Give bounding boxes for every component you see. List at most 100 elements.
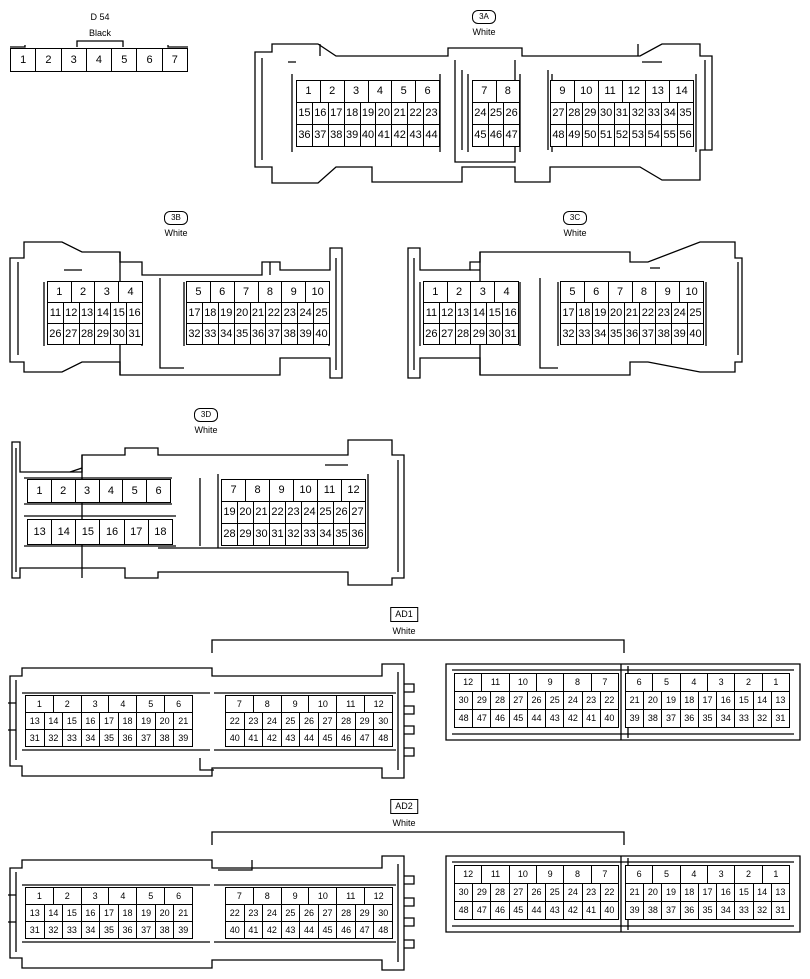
pin-ad1-40: 40 (226, 730, 245, 747)
pin-d54-1: 1 (11, 49, 37, 72)
pin-ad1-3: 3 (81, 696, 110, 713)
pin-ad2-13: 13 (26, 905, 45, 922)
pin-ad1-18: 18 (680, 692, 699, 710)
pin-3d-8: 8 (246, 480, 270, 502)
pin-ad2-39: 39 (626, 902, 645, 920)
pin-ad2-16: 16 (81, 905, 101, 922)
connector-label-d54: D 54 (90, 12, 110, 22)
pin-3a-14: 14 (670, 81, 694, 103)
pin-ad2-26: 26 (527, 884, 547, 902)
pin-ad1-6: 6 (165, 696, 193, 713)
pin-ad1-36: 36 (680, 710, 699, 728)
pin-ad2-17: 17 (100, 905, 119, 922)
pin-3d-13: 13 (28, 520, 53, 545)
pin-ad1-7: 7 (591, 674, 619, 692)
pin-3d-29: 29 (238, 524, 254, 546)
pin-ad1-11: 11 (482, 674, 510, 692)
pin-3c-25: 25 (688, 303, 704, 324)
pin-ad1-26: 26 (527, 692, 547, 710)
pin-3b-21: 21 (250, 303, 267, 324)
pin-3a-26: 26 (504, 103, 520, 125)
pin-3d-19: 19 (222, 502, 238, 524)
pin-ad2-41: 41 (582, 902, 601, 920)
pin-ad1-48: 48 (374, 730, 393, 747)
pin-3c-1: 1 (424, 282, 448, 303)
pin-ad2-36: 36 (118, 922, 138, 939)
pin-3d-9: 9 (270, 480, 294, 502)
pin-3a-43: 43 (408, 125, 425, 147)
pin-ad2-8: 8 (564, 866, 592, 884)
pin-ad2-6: 6 (165, 888, 193, 905)
pin-3b-19: 19 (218, 303, 235, 324)
pin-3d-4: 4 (99, 480, 124, 503)
pin-ad2-20: 20 (155, 905, 175, 922)
pin-ad2-24: 24 (564, 884, 583, 902)
pin-3a-23: 23 (424, 103, 440, 125)
pin-ad2-7: 7 (226, 888, 254, 905)
pin-ad2-11: 11 (482, 866, 510, 884)
pin-ad2-1: 1 (26, 888, 54, 905)
pin-ad2-10: 10 (509, 866, 537, 884)
pin-3a-29: 29 (582, 103, 599, 125)
pin-ad2-12: 12 (365, 888, 393, 905)
pin-ad2-33: 33 (63, 922, 82, 939)
connector-label-ad1: AD1 (390, 607, 418, 622)
pin-3c-39: 39 (672, 324, 689, 345)
pin-ad2-43: 43 (281, 922, 301, 939)
connector-color-ad2: White (392, 818, 416, 828)
pin-ad2-23: 23 (244, 905, 264, 922)
housing-ad2 (8, 831, 801, 971)
pin-ad2-43: 43 (546, 902, 565, 920)
pin-ad1-24: 24 (263, 713, 282, 730)
connector-label-3a: 3A (472, 10, 496, 24)
pin-3a-3: 3 (344, 81, 369, 103)
pin-3a-2: 2 (320, 81, 345, 103)
pin-ad1-46: 46 (337, 730, 356, 747)
pin-ad1-44: 44 (527, 710, 547, 728)
connector-label-3b: 3B (164, 211, 188, 225)
pin-ad1-9: 9 (536, 674, 565, 692)
pin-ad1-44: 44 (300, 730, 319, 747)
pin-3d-25: 25 (318, 502, 334, 524)
pin-3b-36: 36 (250, 324, 267, 345)
connector-label-3d: 3D (194, 408, 218, 422)
pin-ad1-38: 38 (644, 710, 663, 728)
pin-ad2-35: 35 (100, 922, 119, 939)
pin-3b-6: 6 (210, 282, 235, 303)
pin-ad2-30: 30 (374, 905, 393, 922)
pin-3b-7: 7 (234, 282, 259, 303)
pin-ad2-39: 39 (174, 922, 193, 939)
pin-ad1-16: 16 (81, 713, 101, 730)
pin-ad2-44: 44 (527, 902, 547, 920)
pin-ad2-19: 19 (137, 905, 156, 922)
pin-ad1-19: 19 (662, 692, 681, 710)
pin-ad2-20: 20 (644, 884, 663, 902)
pin-3c-9: 9 (656, 282, 681, 303)
pin-ad1-25: 25 (546, 692, 565, 710)
pin-ad1-12: 12 (455, 674, 483, 692)
pin-3b-9: 9 (282, 282, 307, 303)
pin-3c-30: 30 (487, 324, 504, 345)
pin-3d-20: 20 (238, 502, 254, 524)
pin-3d-32: 32 (286, 524, 302, 546)
pin-3c-12: 12 (439, 303, 456, 324)
pin-ad1-33: 33 (735, 710, 754, 728)
pin-ad2-41: 41 (244, 922, 264, 939)
pin-ad1-2: 2 (53, 696, 82, 713)
pin-ad1-42: 42 (263, 730, 282, 747)
pin-ad1-22: 22 (226, 713, 245, 730)
pin-ad2-37: 37 (137, 922, 156, 939)
pin-ad2-40: 40 (600, 902, 619, 920)
pin-3c-2: 2 (447, 282, 472, 303)
pin-ad2-36: 36 (680, 902, 699, 920)
pin-ad2-25: 25 (281, 905, 301, 922)
pin-3b-34: 34 (218, 324, 235, 345)
pin-3b-1: 1 (48, 282, 72, 303)
pin-ad1-30: 30 (374, 713, 393, 730)
